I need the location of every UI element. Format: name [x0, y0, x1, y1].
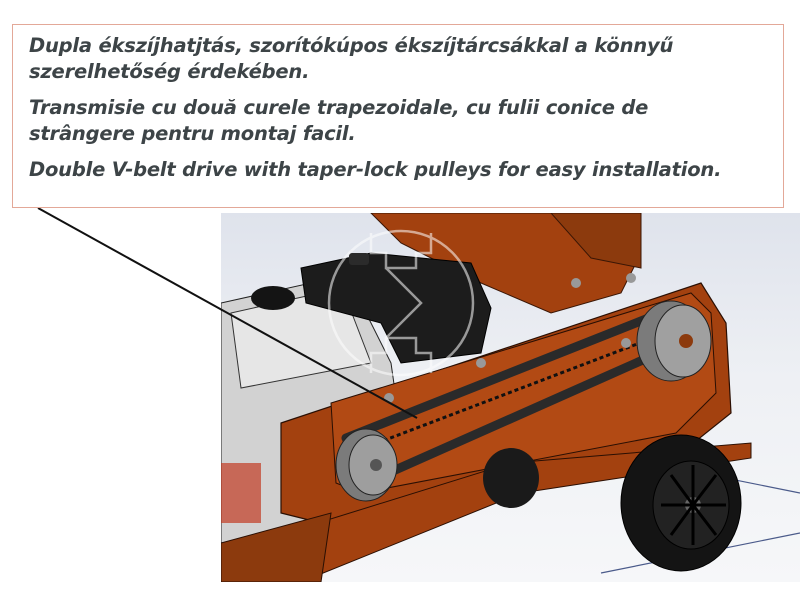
- large-pulley: [636, 300, 712, 382]
- product-illustration: [221, 213, 800, 582]
- wheel: [620, 434, 742, 572]
- description-callout: Dupla ékszíjhatjtás, szorítókúpos ékszíj…: [12, 24, 784, 208]
- hungarian-line-1: Dupla ékszíjhatjtás, szorítókúpos ékszíj…: [29, 34, 674, 57]
- chipper-render: [221, 213, 800, 582]
- small-pulley: [335, 428, 398, 502]
- romanian-line-1: Transmisie cu două curele trapezoidale, …: [29, 96, 649, 119]
- hungarian-line-2: szerelhetőség érdekében.: [29, 60, 310, 83]
- romanian-line-2: strângere pentru montaj facil.: [29, 122, 356, 145]
- english-line-1: Double V-belt drive with taper-lock pull…: [29, 158, 722, 181]
